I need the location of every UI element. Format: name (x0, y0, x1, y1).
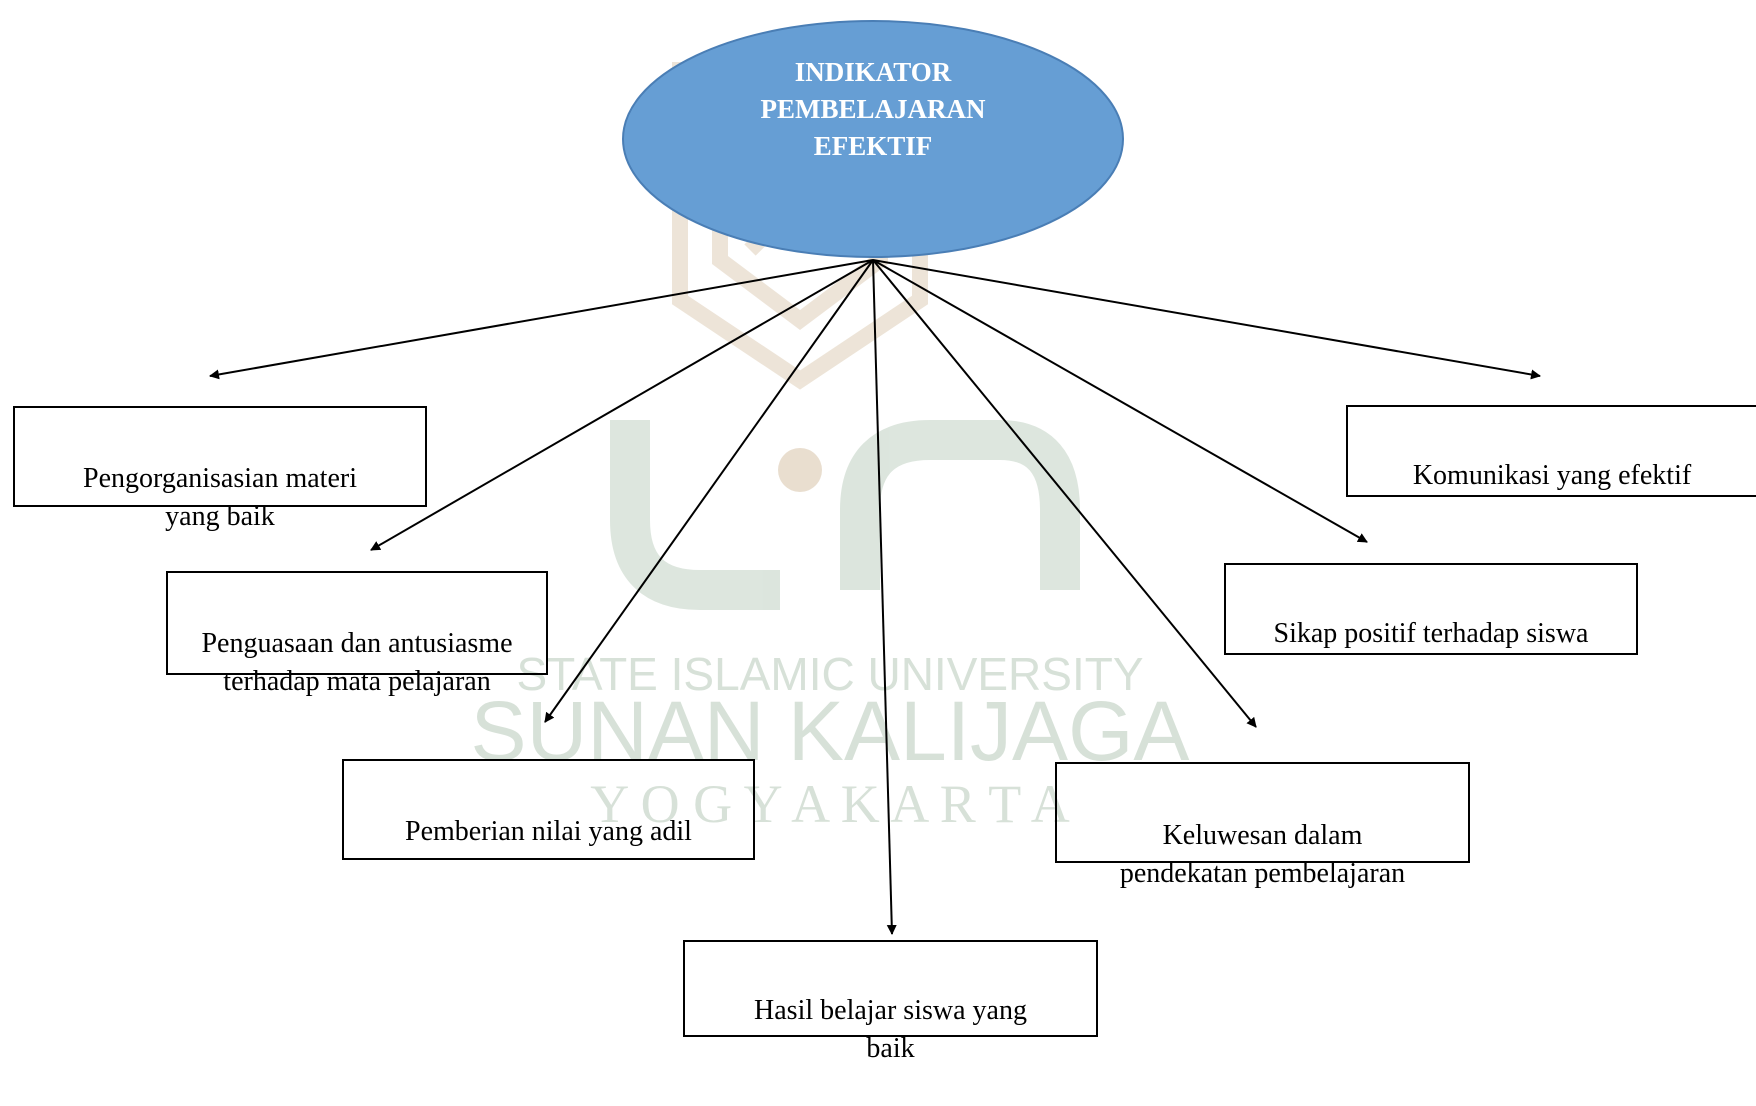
arrow-to-komunikasi (872, 259, 1541, 380)
node-sikap-positif-label: Sikap positif terhadap siswa (1273, 618, 1589, 649)
arrow-to-sikap-positif (872, 259, 1368, 543)
diagram-canvas: STATE ISLAMIC UNIVERSITY SUNAN KALIJAGA … (13, 18, 1756, 1064)
node-keluwesan: Keluwesan dalam pendekatan pembelajaran (1055, 762, 1470, 889)
connector-arrows (209, 259, 1541, 935)
node-pemberian-nilai-label: Pemberian nilai yang adil (405, 816, 692, 847)
center-ellipse (622, 20, 1124, 258)
node-hasil-belajar: Hasil belajar siswa yang baik (683, 940, 1098, 1064)
center-node: INDIKATOR PEMBELAJARAN EFEKTIF (620, 18, 1126, 260)
node-pengorganisasian-label: Pengorganisasian materi yang baik (83, 463, 357, 532)
node-komunikasi: Komunikasi yang efektif (1346, 405, 1756, 497)
node-keluwesan-label: Keluwesan dalam pendekatan pembelajaran (1119, 820, 1406, 889)
arrow-to-pengorganisasian (209, 259, 874, 380)
node-hasil-belajar-label: Hasil belajar siswa yang baik (754, 995, 1027, 1064)
node-sikap-positif: Sikap positif terhadap siswa (1224, 563, 1638, 655)
node-pengorganisasian: Pengorganisasian materi yang baik (13, 406, 427, 532)
node-pemberian-nilai: Pemberian nilai yang adil (342, 759, 755, 860)
arrow-to-keluwesan (872, 259, 1257, 728)
node-komunikasi-label: Komunikasi yang efektif (1412, 460, 1692, 491)
node-penguasaan-label: Penguasaan dan antusiasme terhadap mata … (201, 628, 513, 697)
node-penguasaan: Penguasaan dan antusiasme terhadap mata … (166, 571, 548, 697)
arrow-to-penguasaan (370, 259, 874, 551)
arrow-to-pemberian-nilai (544, 259, 874, 723)
arrow-to-hasil-belajar (872, 259, 897, 935)
center-title: INDIKATOR PEMBELAJARAN EFEKTIF (760, 57, 986, 161)
